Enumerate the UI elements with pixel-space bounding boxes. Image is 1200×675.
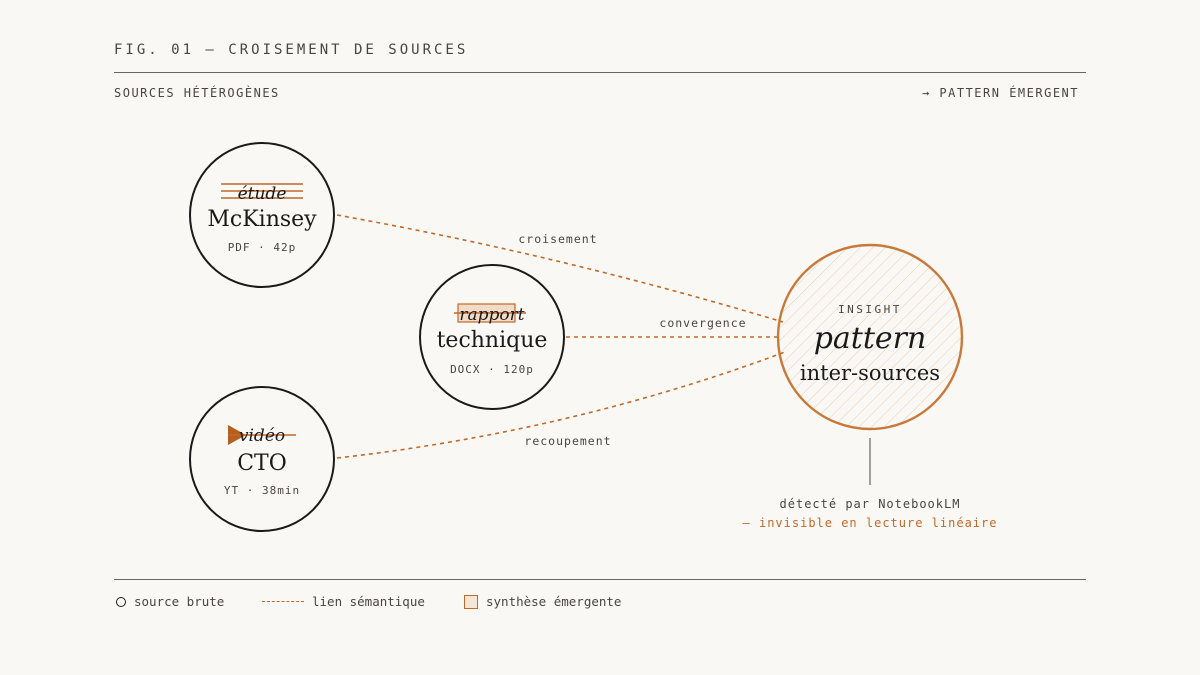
circle-icon — [116, 596, 126, 607]
insight-note: détecté par NotebookLM — [780, 497, 961, 511]
source-type-label: étude — [238, 184, 287, 204]
legend-source-label: source brute — [134, 594, 225, 609]
source-type-label: vidéo — [239, 426, 285, 446]
square-icon — [464, 594, 478, 609]
source-meta: YT · 38min — [224, 484, 300, 497]
link-label-recoupement: recoupement — [524, 434, 611, 448]
insight-title: pattern — [814, 321, 927, 356]
link-label-croisement: croisement — [518, 232, 597, 246]
link-croisement — [336, 214, 784, 323]
link-recoupement — [336, 351, 786, 459]
legend-synthesis-label: synthèse émergente — [486, 594, 622, 609]
legend-synthesis: synthèse émergente — [464, 594, 621, 609]
top-divider — [114, 72, 1086, 73]
insight-kicker: INSIGHT — [838, 303, 902, 316]
source-meta: PDF · 42p — [228, 241, 297, 254]
source-node-cto: vidéo CTO YT · 38min — [189, 386, 335, 532]
dashed-line-icon — [262, 601, 304, 602]
pattern-header: → PATTERN ÉMERGENT — [921, 86, 1079, 100]
source-title: CTO — [237, 451, 287, 476]
legend-source: source brute — [116, 594, 224, 609]
insight-note-accent: — invisible en lecture linéaire — [743, 516, 998, 530]
bottom-divider — [114, 579, 1086, 580]
legend-link: lien sémantique — [262, 594, 425, 609]
link-label-convergence: convergence — [659, 316, 746, 330]
figure-title: FIG. 01 — CROISEMENT DE SOURCES — [114, 42, 469, 58]
sources-header: SOURCES HÉTÉROGÈNES — [114, 86, 280, 100]
legend-link-label: lien sémantique — [312, 594, 425, 609]
insight-subtitle: inter-sources — [800, 361, 940, 385]
source-meta: DOCX · 120p — [450, 363, 534, 376]
source-node-technique: rapport technique DOCX · 120p — [419, 264, 565, 410]
source-type-label: rapport — [459, 305, 524, 325]
source-node-mckinsey: étude McKinsey PDF · 42p — [189, 142, 335, 288]
source-title: McKinsey — [207, 207, 317, 232]
insight-node: INSIGHT pattern inter-sources — [776, 243, 964, 431]
source-title: technique — [437, 328, 548, 353]
